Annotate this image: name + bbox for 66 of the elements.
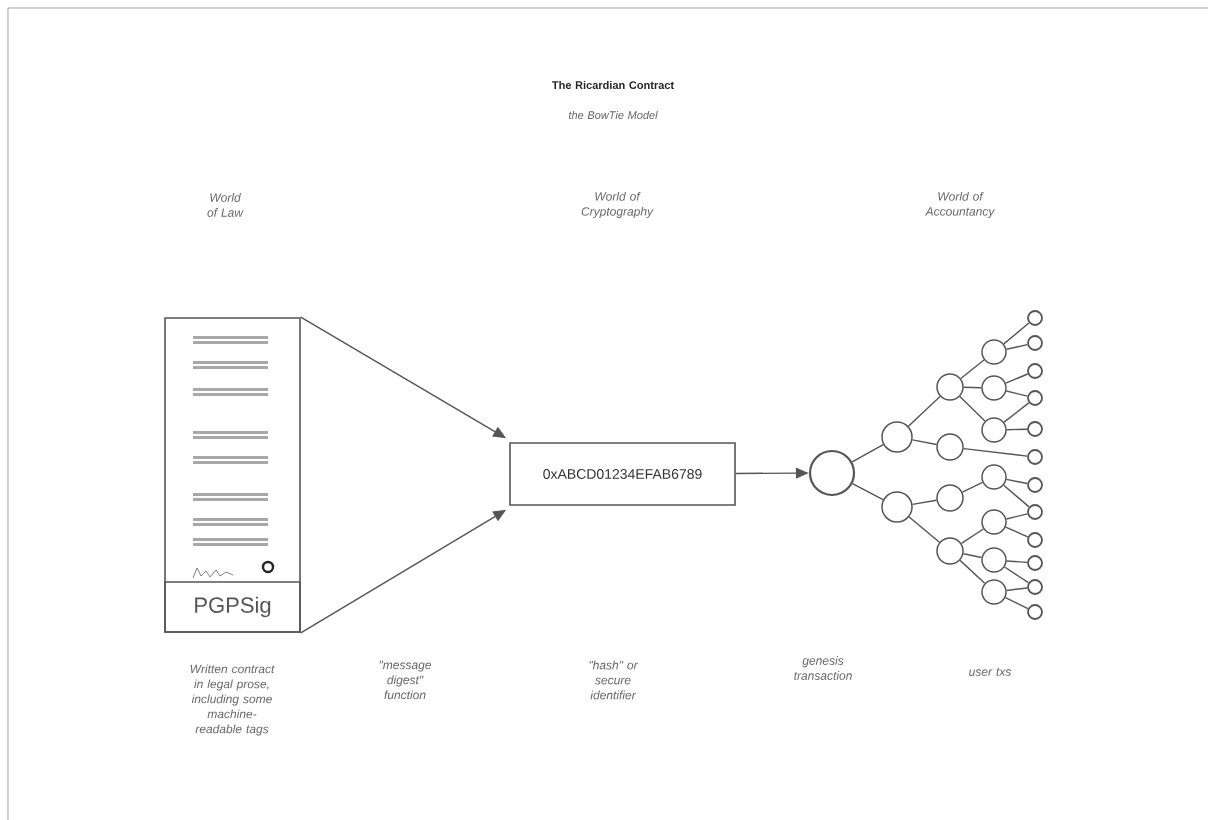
connector-line	[959, 559, 986, 584]
connector-line	[908, 516, 941, 543]
connector-line	[851, 443, 884, 463]
hash-box: 0xABCD01234EFAB6789	[509, 442, 736, 506]
transaction-circle	[981, 375, 1007, 401]
connector-line	[907, 395, 941, 427]
connector-line	[911, 439, 938, 446]
connector-line	[1006, 428, 1028, 431]
subtitle: the BowTie Model	[568, 110, 658, 120]
connector-line	[1005, 344, 1028, 350]
connector-line	[960, 359, 985, 380]
transaction-circle	[1027, 504, 1043, 520]
connector-line	[960, 528, 985, 545]
signature-box: PGPSig	[164, 581, 301, 633]
transaction-circle	[1027, 390, 1043, 406]
connector-line	[1003, 484, 1030, 508]
column-heading: World of Law	[207, 193, 244, 217]
title: The Ricardian Contract	[552, 80, 674, 90]
connector-line	[962, 553, 983, 559]
connector-line	[1005, 513, 1029, 520]
transaction-circle	[936, 484, 964, 512]
connector-line	[1003, 566, 1030, 584]
connector-line	[1005, 390, 1029, 397]
transaction-circle	[1027, 579, 1043, 595]
connector-line	[1006, 560, 1028, 564]
connector-line	[959, 395, 986, 422]
transaction-circle	[1027, 335, 1043, 351]
connector-line	[1004, 526, 1029, 538]
transaction-circle	[881, 491, 913, 523]
connector-line	[851, 483, 884, 501]
connector-line	[962, 447, 1028, 457]
column-heading: World of Cryptography	[581, 191, 654, 219]
transaction-circle	[1027, 604, 1043, 620]
transaction-circle	[881, 421, 913, 453]
transaction-circle	[981, 579, 1007, 605]
connector-line	[911, 499, 938, 506]
caption-text: "hash" or secure identifier	[589, 660, 638, 700]
connector-line	[1005, 478, 1028, 485]
connector-line	[1005, 373, 1029, 384]
column-heading: World of Accountancy	[925, 191, 995, 219]
transaction-circle	[936, 537, 964, 565]
connector-line	[1005, 587, 1028, 592]
connector-line	[1003, 322, 1030, 345]
caption-text: user txs	[969, 668, 1012, 676]
connector-line	[1004, 596, 1029, 610]
transaction-circle	[936, 373, 964, 401]
transaction-circle	[936, 433, 964, 461]
transaction-circle	[981, 339, 1007, 365]
transaction-circle	[981, 509, 1007, 535]
transaction-circle	[1027, 363, 1043, 379]
transaction-circle	[1027, 449, 1043, 465]
transaction-circle	[981, 547, 1007, 573]
caption-text: Written contract in legal prose, including some machine-readable tags	[190, 664, 275, 736]
caption-text: "message digest" function	[379, 660, 432, 700]
transaction-circle	[1027, 555, 1043, 571]
transaction-circle	[981, 417, 1007, 443]
transaction-circle	[1027, 477, 1043, 493]
connector-line	[961, 481, 984, 493]
caption-text: genesis transaction	[794, 656, 852, 680]
connector-line	[963, 386, 982, 389]
transaction-circle	[808, 449, 856, 497]
transaction-circle	[1027, 532, 1043, 548]
transaction-circle	[1027, 310, 1043, 326]
connector-line	[1003, 402, 1030, 423]
transaction-circle	[1027, 421, 1043, 437]
transaction-circle	[981, 464, 1007, 490]
